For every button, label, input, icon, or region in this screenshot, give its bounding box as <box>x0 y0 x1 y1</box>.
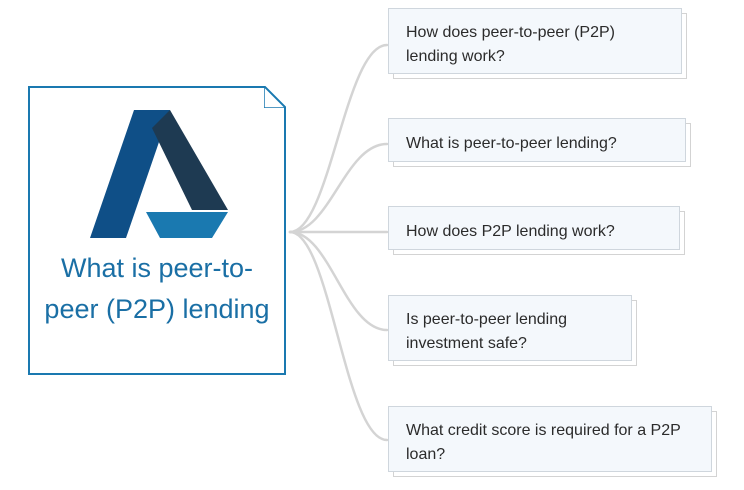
node-label: Is peer-to-peer lending investment safe? <box>388 295 632 361</box>
root-title: What is peer-to-peer (P2P) lending <box>44 253 270 324</box>
branch-node-4[interactable]: Is peer-to-peer lending investment safe? <box>388 295 637 366</box>
branch-node-5[interactable]: What credit score is required for a P2P … <box>388 406 717 477</box>
branch-node-1[interactable]: How does peer-to-peer (P2P) lending work… <box>388 8 687 79</box>
node-label: What is peer-to-peer lending? <box>388 118 686 162</box>
branch-node-2[interactable]: What is peer-to-peer lending? <box>388 118 691 167</box>
node-label: How does P2P lending work? <box>388 206 680 250</box>
connector-branch-5 <box>288 230 389 442</box>
node-label: How does peer-to-peer (P2P) lending work… <box>388 8 682 74</box>
branch-node-3[interactable]: How does P2P lending work? <box>388 206 685 255</box>
a-triangle-logo-icon <box>90 110 228 238</box>
connector-branch-2 <box>288 142 389 234</box>
folded-corner-icon <box>264 86 286 108</box>
connector-branch-1 <box>288 43 389 234</box>
node-label: What credit score is required for a P2P … <box>388 406 712 472</box>
root-topic[interactable]: What is peer-to-peer (P2P) lending <box>28 86 286 375</box>
connector-branch-4 <box>288 230 389 332</box>
